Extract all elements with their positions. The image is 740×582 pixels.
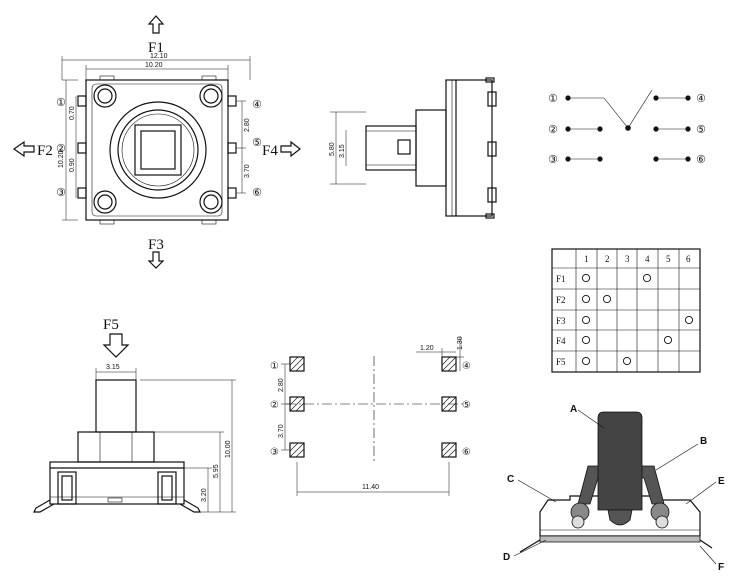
force-f5-label: F5 bbox=[103, 317, 119, 333]
dim-inner: 10.20 bbox=[145, 62, 163, 69]
pcb-pin-4: ④ bbox=[462, 361, 471, 372]
pcb-dim-pitch-1: 2.80 bbox=[278, 378, 285, 392]
table-mark-f1-4 bbox=[642, 273, 652, 283]
table-mark-f3-6 bbox=[684, 315, 694, 325]
section-label-b: B bbox=[700, 436, 707, 447]
table-row-f5: F5 bbox=[556, 357, 566, 367]
force-f4-label: F4 bbox=[262, 143, 278, 159]
table-row-f4: F4 bbox=[556, 336, 566, 346]
pcb-pin-5: ⑤ bbox=[462, 400, 471, 411]
pin-3-label: ③ bbox=[56, 186, 66, 199]
table-header-5: 5 bbox=[666, 254, 671, 264]
truth-table: 1 2 3 4 5 6 F1 F2 F3 F4 F5 bbox=[551, 248, 701, 373]
side-housing bbox=[445, 79, 493, 217]
table-header-2: 2 bbox=[605, 254, 610, 264]
table-mark-f4-1 bbox=[581, 335, 591, 345]
section-label-e: E bbox=[718, 476, 725, 487]
terminal-plate bbox=[539, 535, 701, 543]
section-label-d: D bbox=[503, 552, 510, 563]
dim-outer: 12.10 bbox=[150, 53, 168, 60]
front-shaft bbox=[95, 379, 137, 433]
table-mark-f5-1 bbox=[581, 356, 591, 366]
side-shaft bbox=[365, 125, 417, 171]
arrow-right-icon bbox=[280, 140, 301, 158]
front-base bbox=[49, 461, 185, 505]
table-mark-f2-2 bbox=[602, 294, 612, 304]
schem-pin-3: ③ bbox=[548, 153, 558, 166]
table-header-1: 1 bbox=[584, 254, 589, 264]
force-f2-label: F2 bbox=[37, 143, 53, 159]
front-dim-shaft: 3.15 bbox=[106, 364, 120, 371]
table-mark-f2-1 bbox=[581, 294, 591, 304]
front-dim-mid: 5.95 bbox=[213, 464, 220, 478]
pin-2-label: ② bbox=[56, 142, 66, 155]
pin-1-label: ① bbox=[56, 96, 66, 109]
arrow-down-icon bbox=[102, 333, 130, 358]
pin-5-label: ⑤ bbox=[252, 136, 262, 149]
pcb-dim-pad-h: 1.30 bbox=[457, 336, 464, 350]
switch-schematic: ① ② ③ ④ ⑤ ⑥ bbox=[548, 89, 706, 166]
pad-5 bbox=[441, 396, 457, 412]
side-dim-shaft: 3.15 bbox=[339, 144, 346, 158]
schem-pin-6: ⑥ bbox=[696, 153, 706, 166]
pcb-pin-3: ③ bbox=[270, 447, 279, 458]
top-view: F1 F2 F4 F3 12.10 10.20 bbox=[12, 15, 301, 269]
dim-left-2: 0.90 bbox=[69, 158, 76, 172]
pcb-pin-1: ① bbox=[270, 361, 279, 372]
pin-6-label: ⑥ bbox=[252, 186, 262, 199]
arrow-down-icon bbox=[147, 251, 165, 269]
actuator-ring bbox=[109, 101, 207, 199]
front-dim-base: 3.20 bbox=[201, 488, 208, 502]
schem-pin-5: ⑤ bbox=[696, 123, 706, 136]
table-mark-f3-1 bbox=[581, 315, 591, 325]
pin-4-label: ④ bbox=[252, 98, 262, 111]
pcb-pin-6: ⑥ bbox=[462, 447, 471, 458]
pad-4 bbox=[441, 356, 457, 372]
force-f3-label: F3 bbox=[148, 237, 164, 253]
dim-side: 10.20 bbox=[58, 150, 65, 168]
pcb-pin-2: ② bbox=[270, 400, 279, 411]
dim-right-1: 2.80 bbox=[244, 118, 251, 132]
table-row-f1: F1 bbox=[556, 274, 566, 284]
schem-pin-2: ② bbox=[548, 123, 558, 136]
table-row-f2: F2 bbox=[556, 295, 566, 305]
front-dim-total: 10.00 bbox=[225, 440, 232, 458]
side-view: 5.80 3.15 bbox=[329, 77, 497, 219]
pad-6 bbox=[441, 442, 457, 458]
front-view: F5 3.15 10.00 5.95 3.20 bbox=[33, 317, 236, 513]
schem-pin-1: ① bbox=[548, 92, 558, 105]
pcb-dim-pitch-2: 3.70 bbox=[278, 424, 285, 438]
table-header-3: 3 bbox=[625, 254, 630, 264]
force-f1-label: F1 bbox=[148, 40, 164, 56]
arrow-left-icon bbox=[12, 140, 35, 158]
schem-pin-4: ④ bbox=[696, 92, 706, 105]
section-label-a: A bbox=[570, 404, 577, 415]
dim-right-2: 3.70 bbox=[244, 164, 251, 178]
table-mark-f5-3 bbox=[622, 356, 632, 366]
table-row-f3: F3 bbox=[556, 316, 566, 326]
pcb-layout: ① ② ③ ④ ⑤ ⑥ 2.80 3.70 1.20 1.30 11.40 bbox=[270, 336, 471, 496]
table-marks bbox=[581, 273, 694, 366]
table-header-4: 4 bbox=[645, 254, 650, 264]
arrow-up-icon bbox=[147, 15, 165, 34]
section-label-c: C bbox=[507, 474, 514, 485]
pcb-dim-pad-w: 1.20 bbox=[420, 345, 434, 352]
table-mark-f1-1 bbox=[581, 273, 591, 283]
actuator-stem bbox=[597, 411, 643, 511]
pcb-dim-span: 11.40 bbox=[362, 484, 379, 491]
cross-section: A B C D E F bbox=[503, 404, 725, 573]
table-mark-f4-5 bbox=[663, 335, 673, 345]
table-header-6: 6 bbox=[686, 254, 691, 264]
side-dim-height: 5.80 bbox=[329, 142, 336, 156]
dim-left-1: 0.70 bbox=[69, 106, 76, 120]
section-label-f: F bbox=[718, 562, 724, 573]
